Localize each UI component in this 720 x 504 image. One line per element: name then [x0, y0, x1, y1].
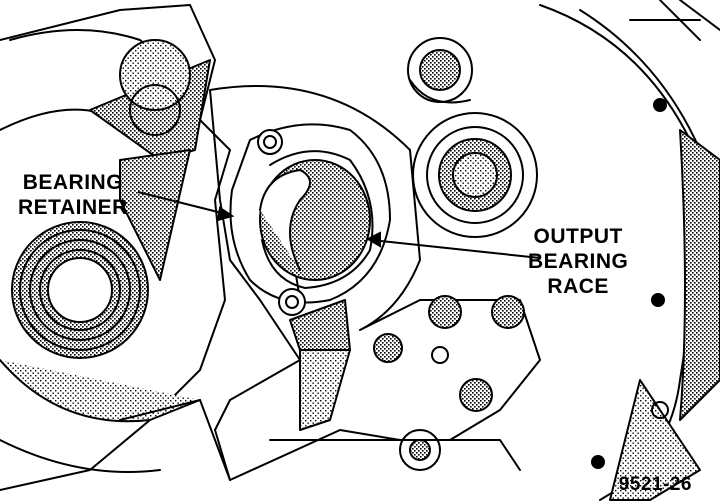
- label-output-line2: BEARING: [528, 250, 629, 273]
- label-output-line3: RACE: [547, 275, 609, 298]
- label-bearing-retainer: BEARING RETAINER: [18, 170, 128, 220]
- left-housing-outline: [0, 4, 231, 491]
- output-bearing-race: [259, 159, 371, 281]
- label-bearing-retainer-line1: BEARING: [22, 171, 124, 194]
- mounting-plate-outline: [209, 85, 541, 481]
- figure-id: 9521-26: [618, 474, 692, 495]
- upper-right-boss: [407, 37, 473, 104]
- left-bearing-bore: [11, 221, 149, 359]
- label-output-bearing-race: OUTPUT BEARING RACE: [528, 224, 628, 299]
- label-bearing-retainer-line2: RETAINER: [18, 196, 128, 219]
- retainer-bolt-top: [257, 129, 283, 155]
- leader-output-bearing-race: [371, 239, 541, 259]
- lower-cluster-bosses: [373, 295, 525, 471]
- label-output-line1: OUTPUT: [533, 225, 623, 248]
- right-bearing-bore: [412, 112, 538, 238]
- retainer-bolt-bottom: [278, 288, 306, 316]
- leader-bearing-retainer: [137, 191, 231, 216]
